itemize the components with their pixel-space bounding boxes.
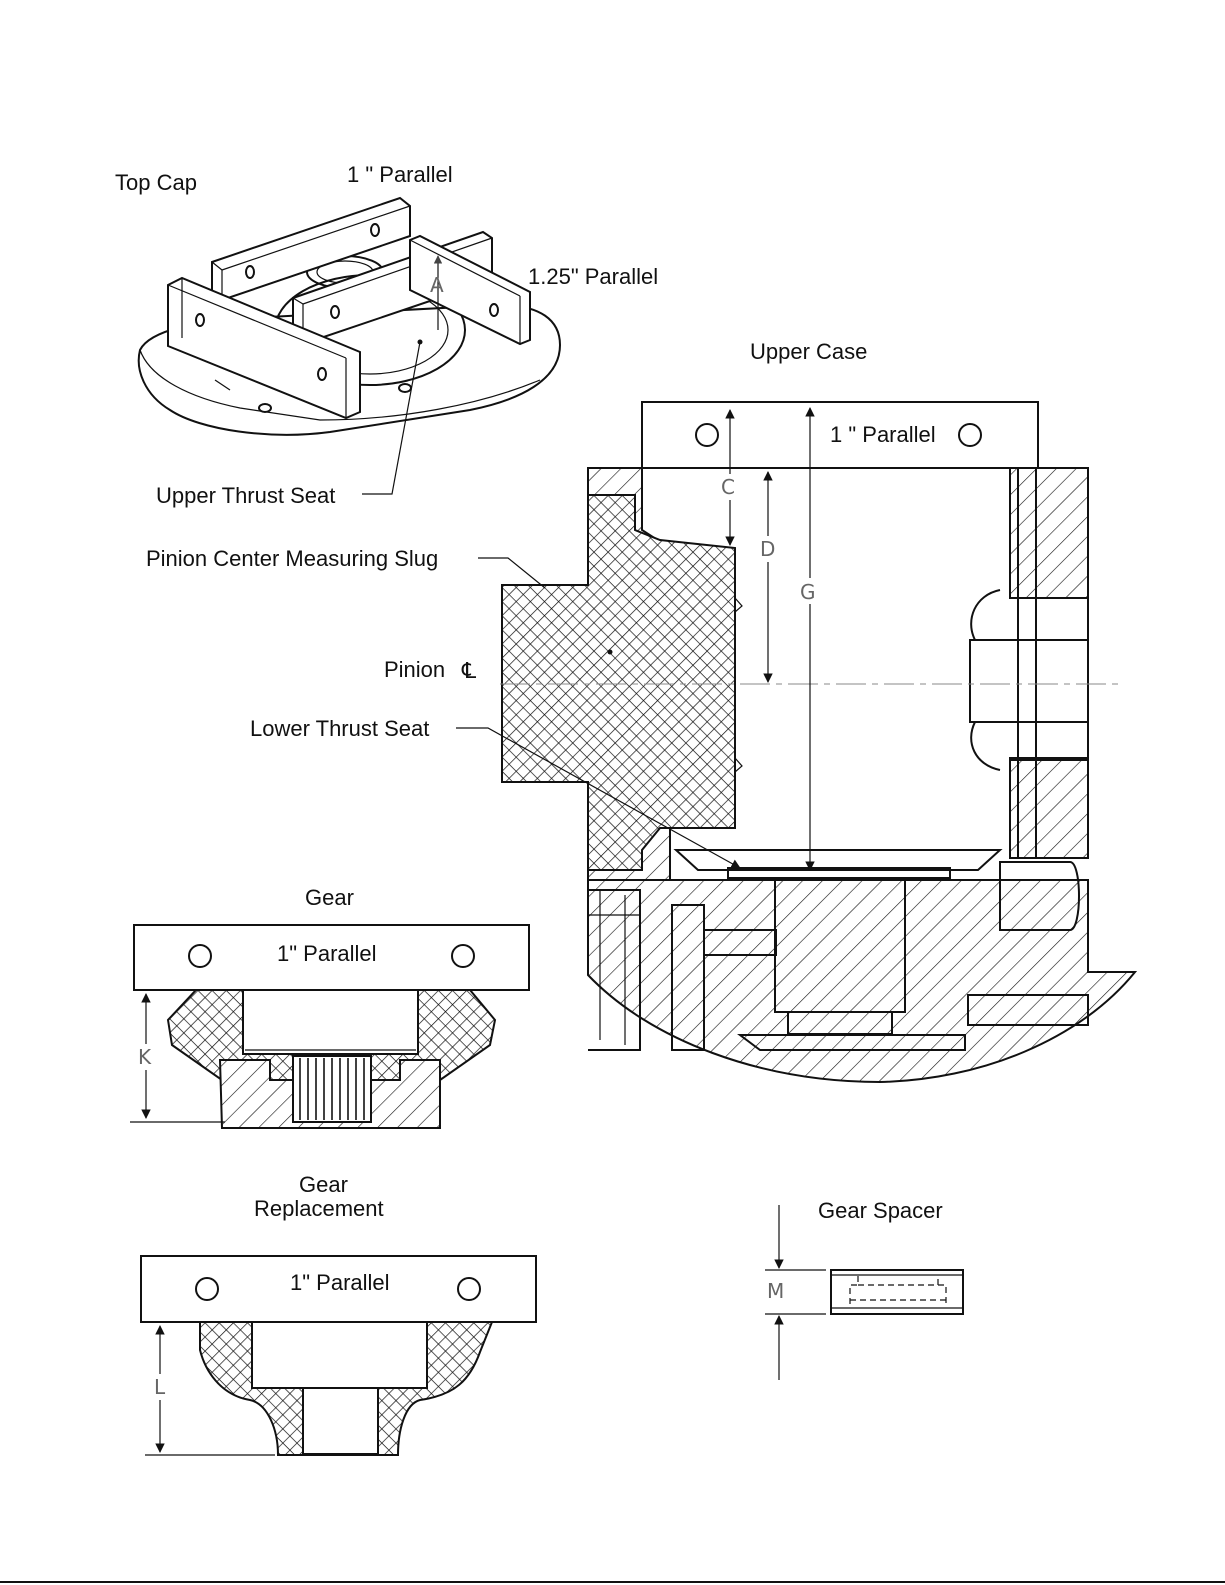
- case-right-wall-upper: [1010, 468, 1088, 598]
- case-lower-housing: [588, 880, 1135, 1082]
- lower-thrust-seat-label: Lower Thrust Seat: [250, 716, 429, 741]
- dim-d-label: D: [760, 537, 775, 561]
- upper-thrust-seat-label: Upper Thrust Seat: [156, 483, 335, 508]
- dim-m-label: M: [767, 1279, 784, 1303]
- pinion-label: Pinion: [384, 657, 445, 682]
- upper-case-parallel-label: 1 " Parallel: [830, 422, 936, 447]
- dim-l-label: L: [154, 1375, 166, 1399]
- gear-parallel-label: 1" Parallel: [277, 941, 377, 966]
- gear-spacer-title: Gear Spacer: [818, 1198, 943, 1223]
- case-right-wall-lower: [1010, 758, 1088, 858]
- parallel-125in-label: 1.25" Parallel: [528, 264, 658, 289]
- gear-view: Gear 1" Parallel K: [130, 885, 529, 1128]
- gear-replacement-title-line2: Replacement: [254, 1196, 384, 1221]
- dim-k-label: K: [138, 1045, 152, 1069]
- upper-case-parallel: 1 " Parallel: [642, 402, 1038, 468]
- dim-a-label: A: [430, 273, 444, 297]
- gear-replacement-title-line1: Gear: [299, 1172, 348, 1197]
- gear-replacement-view: Gear Replacement 1" Parallel L: [141, 1172, 536, 1455]
- gear-spacer-view: Gear Spacer M: [765, 1198, 963, 1380]
- gear-replacement-parallel-label: 1" Parallel: [290, 1270, 390, 1295]
- gear-bore: [243, 982, 418, 1054]
- pinion-center-measuring-slug: [502, 495, 735, 870]
- top-cap-view: Top Cap 1 " Parallel 1.25" Parallel: [115, 162, 658, 508]
- gear-title: Gear: [305, 885, 354, 910]
- gear-replacement-bore: [252, 1318, 427, 1388]
- dim-g-label: G: [800, 580, 816, 604]
- slug-leader: [478, 558, 545, 588]
- upper-case-title: Upper Case: [750, 339, 867, 364]
- parallel-1in-label: 1 " Parallel: [347, 162, 453, 187]
- slug-label: Pinion Center Measuring Slug: [146, 546, 438, 571]
- top-cap-title: Top Cap: [115, 170, 197, 195]
- upper-thrust-seat-dot: [418, 340, 423, 345]
- centerline-symbol: ℄: [461, 658, 477, 683]
- dim-c-label: C: [721, 475, 735, 499]
